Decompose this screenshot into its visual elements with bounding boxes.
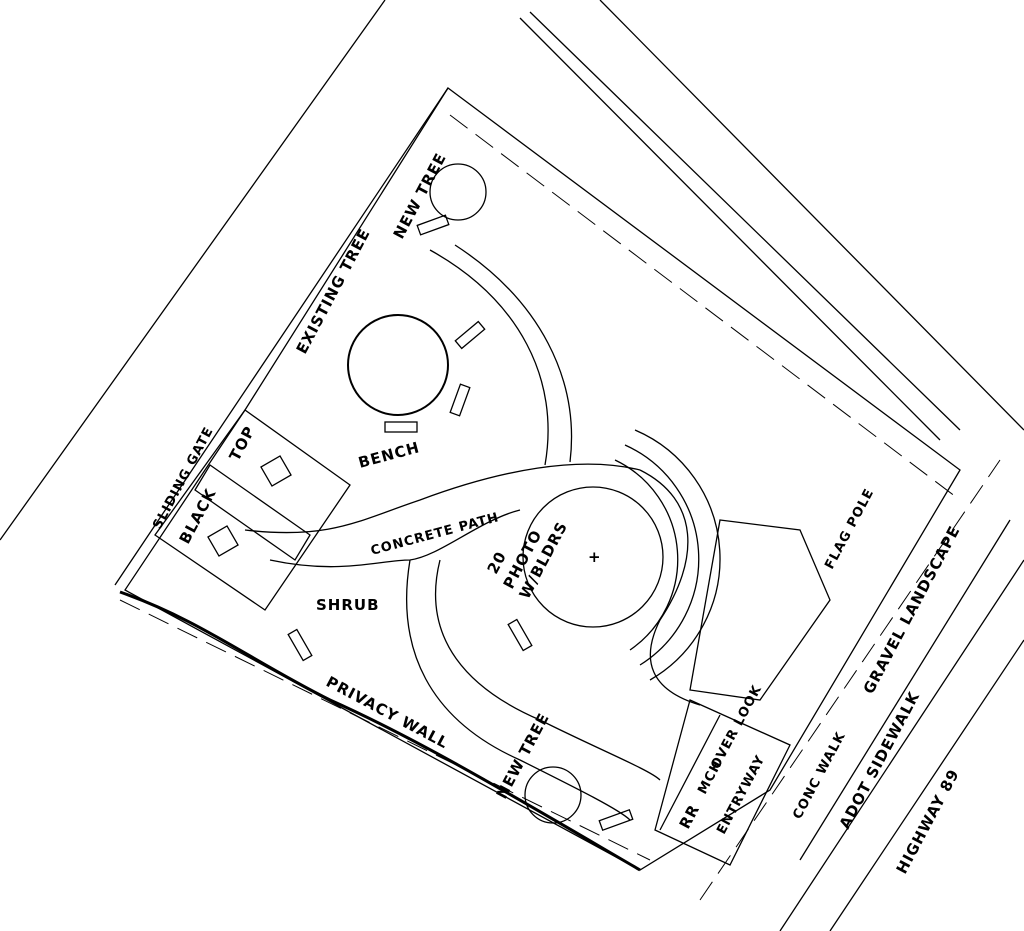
bench-icons: [287, 214, 634, 832]
entry-building: [654, 699, 791, 866]
label-rr: RR: [676, 801, 704, 832]
label-flag-pole: FLAG POLE: [822, 486, 877, 572]
label-new-tree-2: NEW TREE: [493, 710, 553, 802]
black-top-area: [154, 409, 351, 611]
new-tree-icon: [429, 163, 487, 221]
privacy-wall: [119, 590, 641, 872]
label-existing-tree: EXISTING TREE: [293, 225, 374, 357]
label-bench: BENCH: [356, 438, 421, 472]
label-shrub: SHRUB: [316, 596, 380, 614]
central-plaza-circle: [522, 486, 664, 628]
label-conc-walk: CONC WALK: [790, 729, 849, 821]
center-mark: +: [588, 548, 602, 566]
amphitheater-seating: [614, 429, 831, 701]
new-tree-icon: [524, 766, 582, 824]
existing-tree-icon: [347, 314, 449, 416]
label-privacy-wall: PRIVACY WALL: [323, 673, 452, 753]
label-gravel-landscape: GRAVEL LANDSCAPE: [860, 523, 964, 697]
label-mch: MCH: [695, 758, 725, 797]
